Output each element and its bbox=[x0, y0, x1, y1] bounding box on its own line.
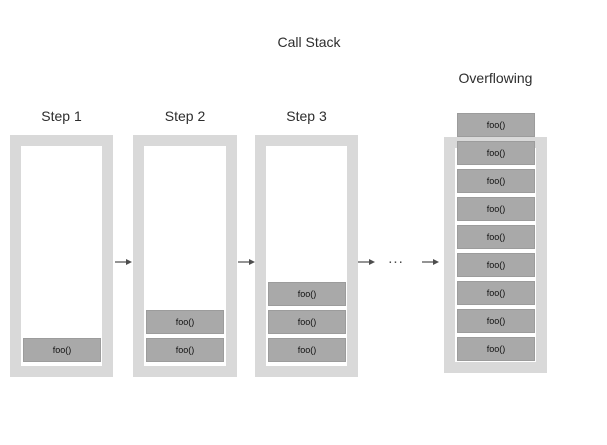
stack-frame: foo() bbox=[268, 310, 346, 334]
arrow-right-icon bbox=[358, 259, 375, 265]
stack-container-step-1 bbox=[10, 135, 113, 377]
ellipsis: ... bbox=[388, 250, 404, 267]
arrow-right-icon bbox=[115, 259, 132, 265]
stack-frame: foo() bbox=[457, 141, 535, 165]
stack-frame: foo() bbox=[457, 169, 535, 193]
stack-frame: foo() bbox=[146, 310, 224, 334]
arrow-right-icon bbox=[238, 259, 255, 265]
stack-frame: foo() bbox=[457, 253, 535, 277]
stack-frame: foo() bbox=[268, 338, 346, 362]
stack-frame: foo() bbox=[23, 338, 101, 362]
stack-container-step-2 bbox=[133, 135, 237, 377]
stack-frame: foo() bbox=[457, 225, 535, 249]
arrow-right-icon bbox=[422, 259, 439, 265]
stack-frame: foo() bbox=[457, 337, 535, 361]
stack-frame: foo() bbox=[457, 281, 535, 305]
stack-label-step-2: Step 2 bbox=[164, 108, 206, 124]
stack-label-step-3: Step 3 bbox=[286, 108, 327, 124]
diagram-title: Call Stack bbox=[277, 34, 341, 50]
stack-frame: foo() bbox=[457, 309, 535, 333]
stack-frame: foo() bbox=[457, 197, 535, 221]
stack-label-overflowing: Overflowing bbox=[458, 70, 533, 86]
stack-frame: foo() bbox=[146, 338, 224, 362]
stack-container-step-3 bbox=[255, 135, 358, 377]
stack-frame-overflow: foo() bbox=[457, 113, 535, 137]
stack-label-step-1: Step 1 bbox=[41, 108, 82, 124]
stack-frame: foo() bbox=[268, 282, 346, 306]
